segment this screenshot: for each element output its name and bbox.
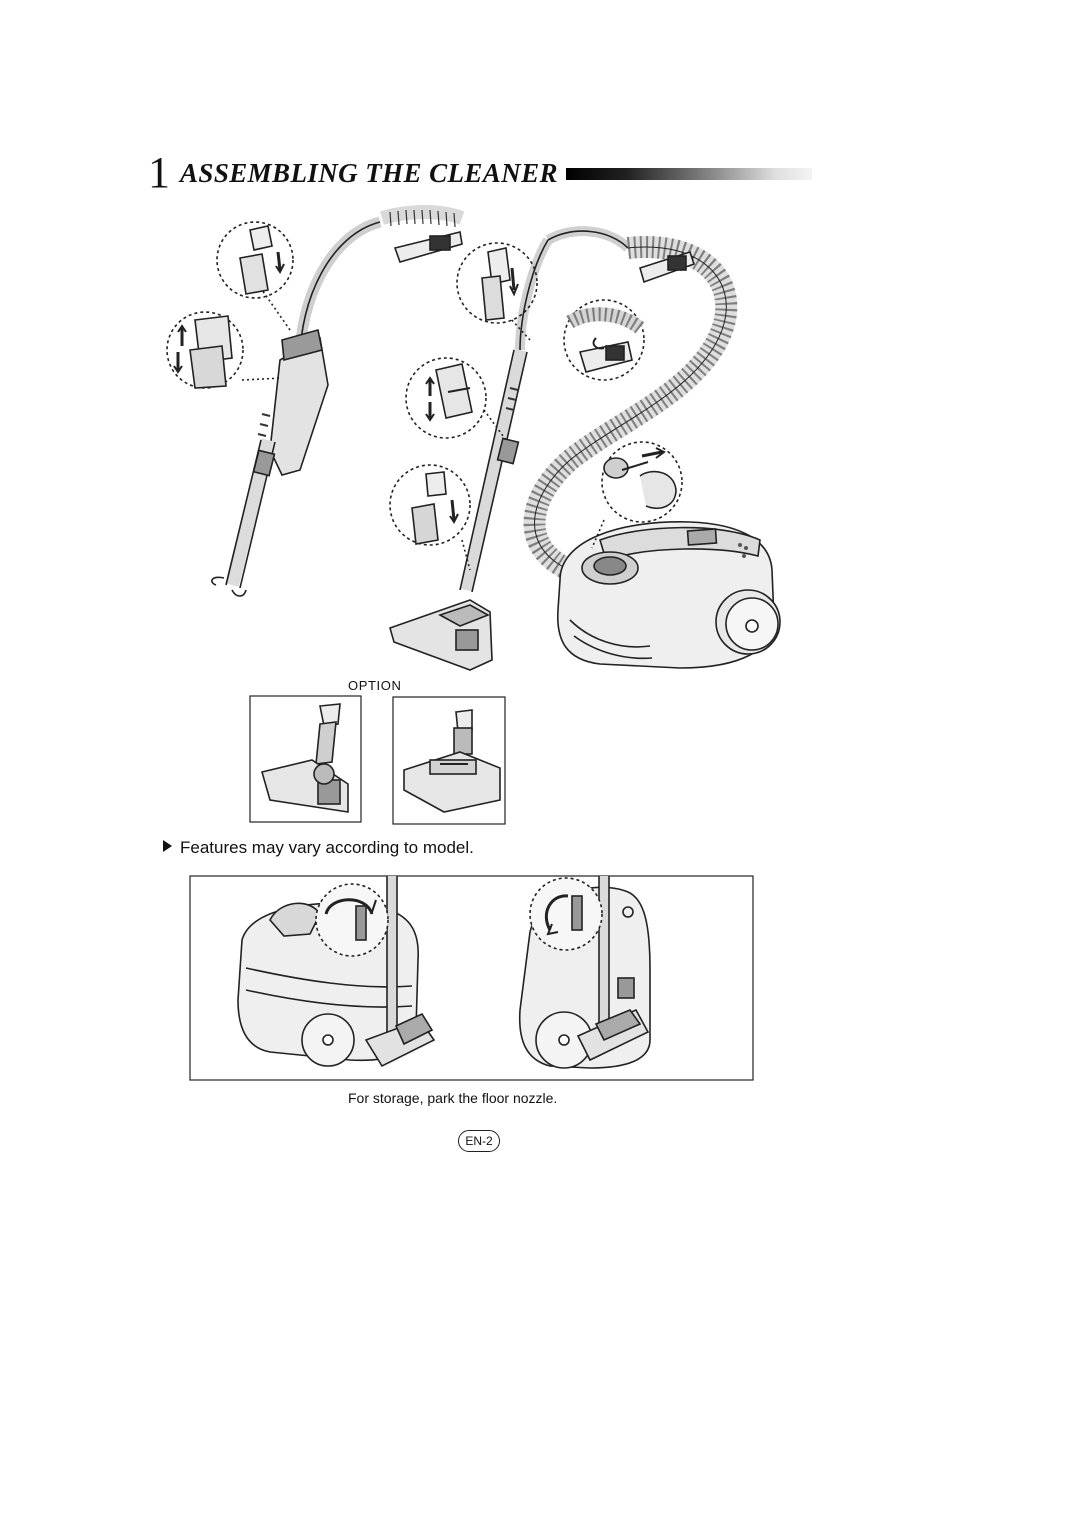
section-number: 1 [148,148,170,197]
canister-illustration [389,226,781,671]
option-label: OPTION [348,678,402,693]
features-note-text: Features may vary according to model. [180,838,474,857]
features-note: Features may vary according to model. [163,838,474,858]
title-gradient-bar [566,168,812,180]
storage-caption: For storage, park the floor nozzle. [348,1090,558,1106]
section-heading: 1 ASSEMBLING THE CLEANER [148,150,812,196]
left-wand-illustration [166,205,465,597]
triangle-bullet-icon [163,840,172,852]
option-nozzle-2 [392,696,506,825]
storage-panel [189,875,754,1081]
option-nozzle-1 [249,695,362,823]
page-number: EN-2 [458,1130,500,1152]
section-title: ASSEMBLING THE CLEANER [180,158,558,188]
